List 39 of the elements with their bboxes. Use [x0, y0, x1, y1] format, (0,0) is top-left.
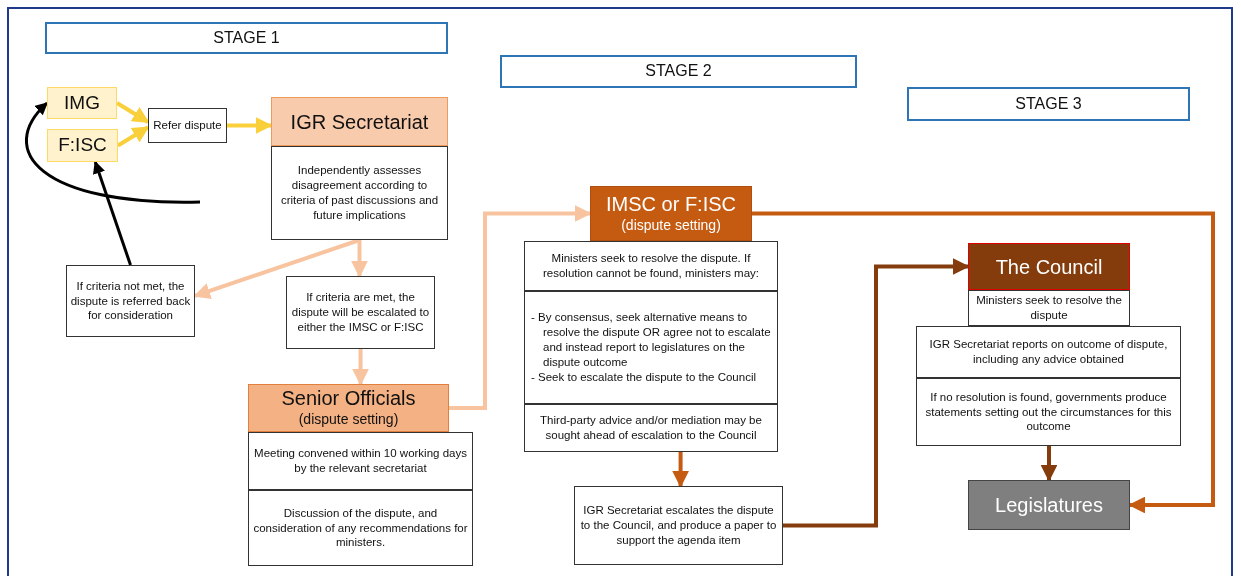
text-box: Third-party advice and/or mediation may be sought ahead of escalation to the Council — [524, 404, 778, 452]
subheading-text: (dispute setting) — [297, 410, 400, 429]
text-box: If criteria not met, the dispute is referred back for consideration — [66, 265, 195, 337]
arrow — [227, 117, 273, 134]
arrow — [1040, 446, 1058, 482]
arrow — [352, 349, 369, 386]
stage-heading-box: STAGE 3 — [907, 87, 1190, 121]
arrow — [93, 160, 132, 266]
arrow — [193, 238, 361, 300]
heading-text: - By consensus, seek alternative means to resolve the dispute OR agree not to escalate and instead report to legislatures on the dispute outcome — [531, 310, 772, 370]
arrow — [672, 452, 689, 488]
text-box: Discussion of the dispute, and consideration of any recommendations for ministers. — [248, 490, 473, 566]
group-box: IMG — [47, 87, 117, 119]
text-box: Meeting convened within 10 working days by the relevant secretariat — [248, 432, 473, 490]
arrow — [25, 102, 200, 204]
title-box: Legislatures — [968, 480, 1130, 530]
arrow — [783, 258, 970, 528]
arrow — [116, 125, 150, 148]
group-box: F:ISC — [47, 129, 118, 162]
arrow — [752, 211, 1215, 514]
stage-heading-box: STAGE 1 — [45, 22, 448, 54]
text-box: IGR Secretariat reports on outcome of dispute, including any advice obtained — [916, 326, 1181, 378]
title-box: The Council — [968, 243, 1130, 290]
text-box: If criteria are met, the dispute will be escalated to either the IMSC or F:ISC — [286, 276, 435, 349]
subheading-text: - Seek to escalate the dispute to the Council — [531, 369, 758, 385]
heading-text: IMSC or F:ISC — [605, 192, 737, 216]
text-box: Independently assesses disagreement according to criteria of past discussions and future implications — [271, 146, 448, 240]
arrow — [449, 205, 592, 410]
stage-heading-box: STAGE 2 — [500, 55, 857, 88]
arrow — [351, 240, 368, 278]
text-box: IGR Secretariat escalates the dispute to the Council, and produce a paper to support the agenda item — [574, 486, 783, 565]
arrow — [115, 101, 150, 124]
title-box: IGR Secretariat — [271, 97, 448, 146]
text-box: Ministers seek to resolve the dispute. If resolution cannot be found, ministers may: — [524, 241, 778, 291]
heading-text: Senior Officials — [280, 387, 417, 411]
text-box: Refer dispute — [148, 108, 227, 143]
subheading-text: (dispute setting) — [620, 215, 722, 235]
text-box: If no resolution is found, governments produce statements setting out the circumstances for this outcome — [916, 378, 1181, 446]
text-box: Ministers seek to resolve the dispute — [968, 290, 1130, 326]
